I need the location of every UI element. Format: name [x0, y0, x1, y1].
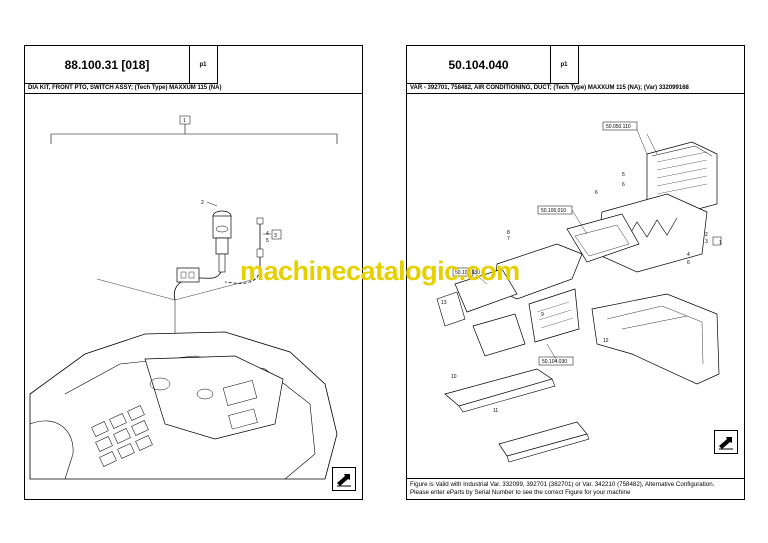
duct-callouts: 1 2 3 4 5 6 6 6 7 8 9 10 11 12 13 [441, 172, 722, 414]
ref-50-104-030-b: 50.104.030 [542, 359, 567, 365]
callout-8: 8 [507, 230, 510, 236]
left-catalog-page: 88.100.31 [018] p1 DIA KIT, FRONT PTO, S… [24, 45, 363, 500]
callout-4: 4 [266, 231, 269, 237]
callout-6a: 6 [622, 182, 625, 188]
callout-2: 2 [705, 232, 708, 238]
callout-1: 1 [719, 240, 722, 246]
callout-9: 9 [541, 312, 544, 318]
right-page-footer: Figure is Valid with Industrial Var. 332… [407, 478, 744, 499]
callout-13: 13 [441, 300, 447, 306]
callout-5: 5 [622, 172, 625, 178]
watermark: machinecatalogic.com [240, 256, 520, 286]
right-page-number: p1 [550, 46, 579, 84]
front-pto-switch-diagram: 1 2 3 4 5 [29, 115, 338, 480]
callout-2: 2 [201, 200, 204, 206]
callout-11: 11 [493, 408, 498, 414]
callout-6b: 6 [595, 190, 598, 196]
next-page-arrow-icon[interactable] [332, 467, 356, 491]
footer-validity-note: Figure is Valid with Industrial Var. 332… [410, 481, 715, 488]
left-page-description: DIA KIT, FRONT PTO, SWITCH ASSY; (Tech T… [25, 83, 362, 94]
left-page-number: p1 [189, 46, 218, 84]
right-page-description: VAR - 392701, 758482, AIR CONDITIONING, … [407, 83, 744, 94]
right-page-code: 50.104.040 [407, 46, 551, 84]
callout-4: 4 [687, 252, 690, 258]
footer-eparts-note: Please enter eParts by Serial Number to … [410, 489, 631, 496]
callout-3: 3 [274, 233, 277, 239]
callout-6c: 6 [687, 260, 690, 266]
left-page-code: 88.100.31 [018] [25, 46, 190, 84]
ref-50-100-010: 50.100.010 [541, 208, 566, 214]
callout-7: 7 [507, 236, 510, 242]
right-catalog-page: 50.104.040 p1 VAR - 392701, 758482, AIR … [406, 45, 745, 500]
air-conditioning-duct-diagram: 50.050.110 50.100.010 50.104.030 50.104.… [436, 121, 722, 463]
callout-1: 1 [183, 118, 186, 124]
callout-10: 10 [451, 374, 457, 380]
ref-50-104-030-a: 50.104.030 [455, 270, 480, 276]
next-page-arrow-icon[interactable] [714, 430, 738, 454]
callout-12: 12 [603, 338, 609, 344]
callout-5: 5 [266, 238, 269, 244]
callout-3: 3 [705, 239, 708, 245]
ref-50-050-110: 50.050.110 [606, 124, 631, 130]
